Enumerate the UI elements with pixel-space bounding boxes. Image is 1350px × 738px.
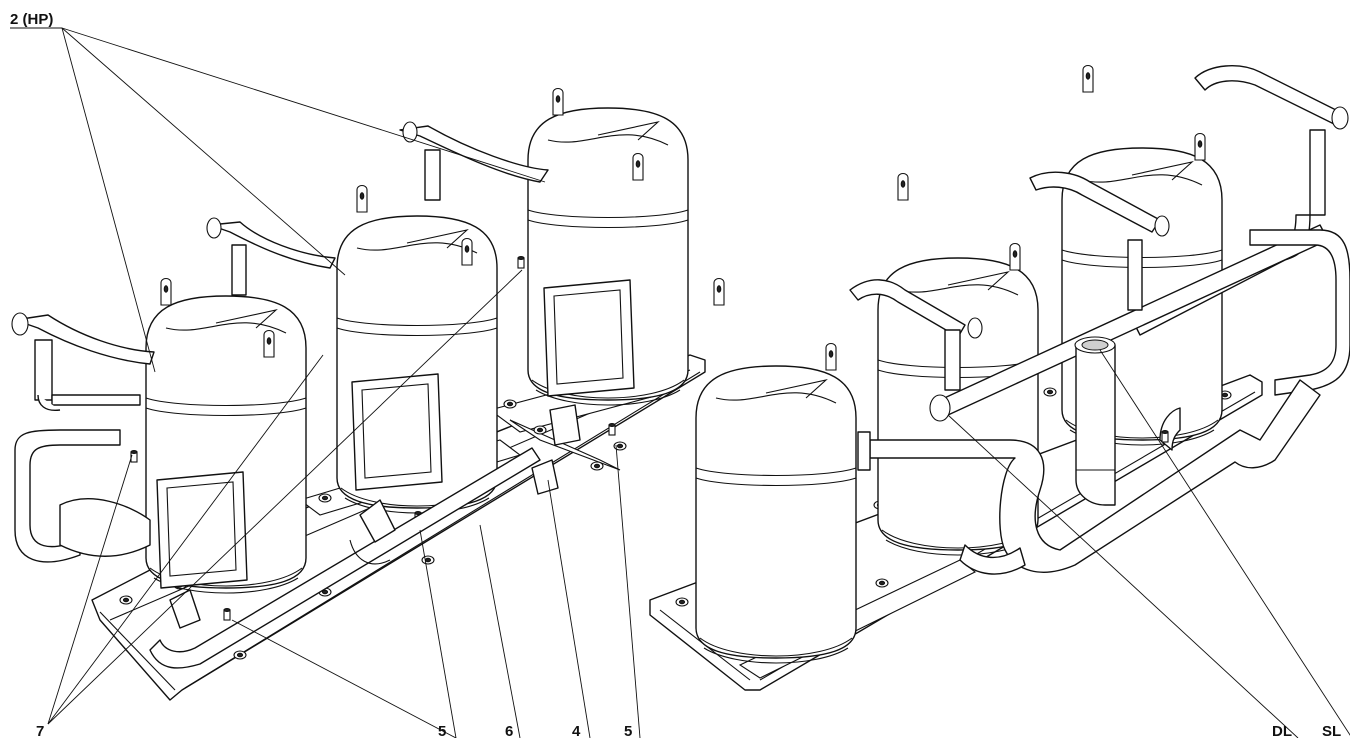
- label-5-right: 5: [624, 723, 632, 738]
- label-sl: SL: [1322, 723, 1341, 738]
- left-assembly: [11, 87, 706, 701]
- label-6: 6: [505, 723, 513, 738]
- label-5-left: 5: [438, 723, 446, 738]
- right-assembly: [649, 64, 1350, 691]
- label-hp: 2 (HP): [10, 11, 53, 28]
- label-7: 7: [36, 723, 44, 738]
- label-4: 4: [572, 723, 581, 738]
- label-dl: DL: [1272, 723, 1292, 738]
- leader-lines: [10, 27, 1350, 738]
